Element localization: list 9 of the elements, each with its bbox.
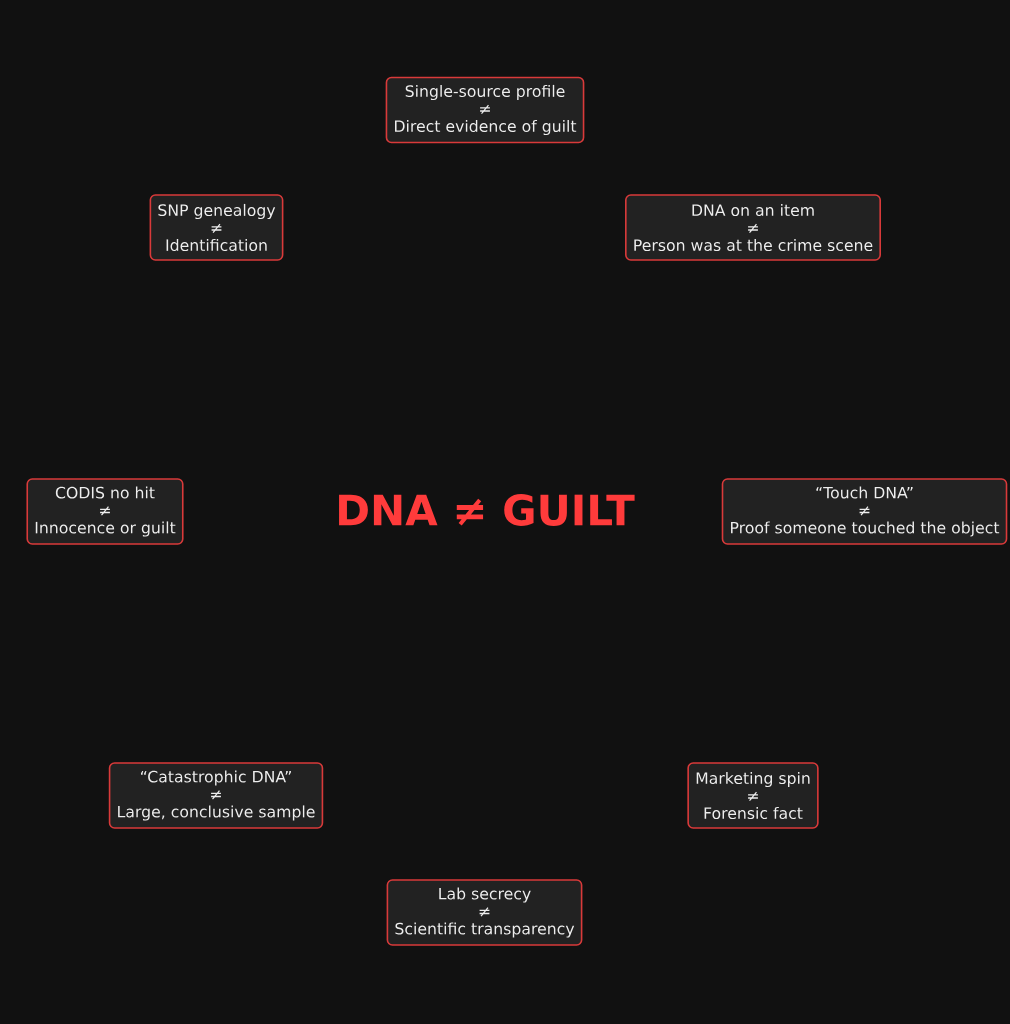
comparison-box: SNP genealogy ≠ Identification [149, 194, 284, 261]
comparison-box: Lab secrecy ≠ Scientific transparency [386, 879, 583, 946]
title: DNA ≠ GUILT [339, 494, 635, 526]
comparison-box: DNA on an item ≠ Person was at the crime scene [625, 194, 881, 261]
comparison-box: “Catastrophic DNA” ≠ Large, conclusive sample [108, 762, 324, 829]
comparison-box: “Touch DNA” ≠ Proof someone touched the object [721, 478, 1008, 545]
comparison-box: CODIS no hit ≠ Innocence or guilt [26, 478, 184, 545]
comparison-box: Single-source profile ≠ Direct evidence of guilt [385, 76, 585, 144]
comparison-box: Marketing spin ≠ Forensic fact [687, 762, 819, 829]
